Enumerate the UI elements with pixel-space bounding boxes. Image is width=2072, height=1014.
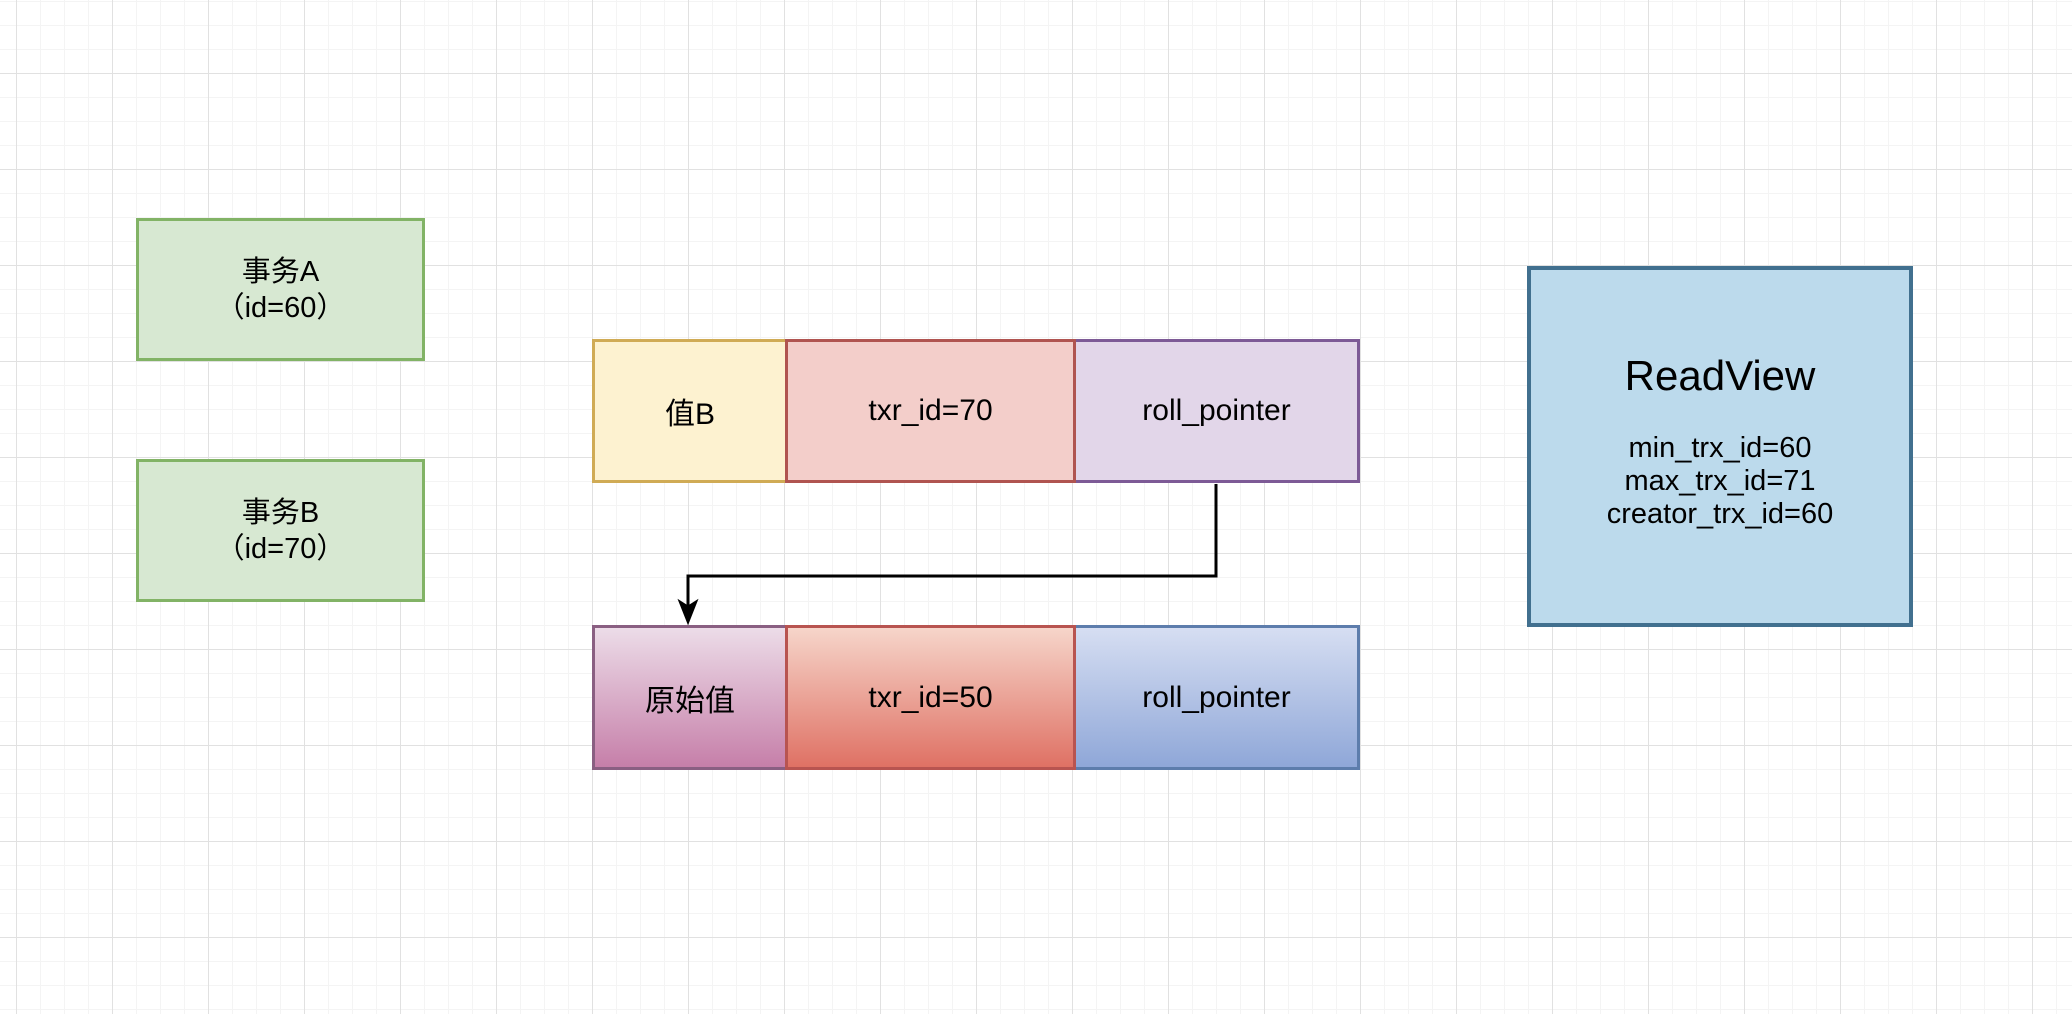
version-txid-cell[interactable]: txr_id=70: [785, 339, 1076, 483]
version-record-row[interactable]: 值B txr_id=70 roll_pointer: [592, 339, 1360, 483]
version-value-cell[interactable]: 值B: [592, 339, 788, 483]
readview-title: ReadView: [1624, 352, 1816, 399]
transaction-b-box[interactable]: 事务B （id=70）: [136, 459, 425, 602]
transaction-a-box[interactable]: 事务A （id=60）: [136, 218, 425, 361]
readview-field-max-trx-id: max_trx_id=71: [1624, 465, 1816, 497]
version-rollpointer-label: roll_pointer: [1142, 394, 1291, 427]
transaction-a-label: 事务A （id=60）: [215, 255, 346, 324]
undo-txid-label: txr_id=50: [868, 680, 993, 714]
undo-rollpointer-cell[interactable]: roll_pointer: [1073, 625, 1360, 770]
undo-rollpointer-label: roll_pointer: [1142, 680, 1291, 714]
readview-fields: min_trx_id=60 max_trx_id=71 creator_trx_…: [1607, 432, 1834, 531]
undo-txid-cell[interactable]: txr_id=50: [785, 625, 1076, 770]
readview-field-creator-trx-id: creator_trx_id=60: [1606, 498, 1834, 530]
transaction-b-label: 事务B （id=70）: [215, 496, 346, 565]
readview-box[interactable]: ReadView min_trx_id=60 max_trx_id=71 cre…: [1527, 266, 1913, 627]
version-txid-label: txr_id=70: [868, 394, 993, 427]
undo-value-label: 原始值: [645, 684, 735, 718]
version-rollpointer-cell[interactable]: roll_pointer: [1073, 339, 1360, 483]
undo-record-row[interactable]: 原始值 txr_id=50 roll_pointer: [592, 625, 1360, 770]
undo-value-cell[interactable]: 原始值: [592, 625, 788, 770]
readview-field-min-trx-id: min_trx_id=60: [1628, 432, 1812, 464]
version-value-label: 值B: [664, 398, 715, 431]
